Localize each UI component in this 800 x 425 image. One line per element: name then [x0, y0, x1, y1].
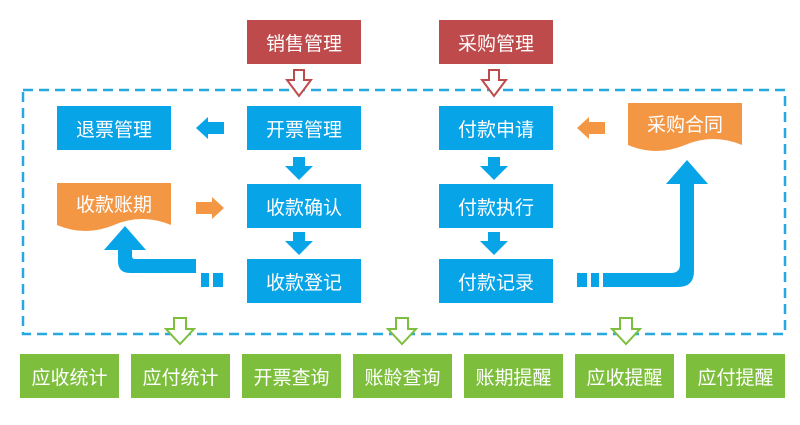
report-box-4: 账龄查询 — [353, 354, 452, 398]
arrow-frame-to-stats-3 — [609, 317, 643, 346]
curve-arrow-record-to-contract — [577, 160, 708, 287]
receipt-confirm-label: 收款确认 — [265, 196, 342, 219]
arrow-purchase-to-request — [480, 69, 508, 98]
report-label-receivable-stats: 应收统计 — [31, 366, 108, 389]
sales-management-label: 销售管理 — [265, 32, 342, 55]
arrow-contract-to-request — [577, 117, 605, 139]
arrow-term-to-confirm — [196, 197, 224, 219]
payment-request-label: 付款申请 — [457, 118, 534, 141]
payment-execute-box: 付款执行 — [439, 184, 553, 228]
arrow-frame-to-stats-2 — [385, 317, 419, 346]
receipt-term-label: 收款账期 — [75, 193, 152, 216]
report-box-7: 应付提醒 — [686, 354, 785, 398]
purchase-management-label: 采购管理 — [457, 32, 534, 55]
report-box-6: 应收提醒 — [575, 354, 674, 398]
payment-record-label: 付款记录 — [457, 271, 534, 294]
report-box-1: 应收统计 — [20, 354, 119, 398]
report-label-receivable-reminder: 应收提醒 — [586, 366, 663, 389]
purchase-management-box: 采购管理 — [439, 20, 553, 64]
report-label-invoice-query: 开票查询 — [253, 366, 330, 389]
arrow-execute-to-record — [480, 232, 508, 255]
purchase-contract-label: 采购合同 — [646, 113, 723, 136]
receipt-term-shape — [57, 183, 171, 231]
module-boundary — [21, 88, 787, 336]
report-label-payable-stats: 应付统计 — [142, 366, 219, 389]
arrow-request-to-execute — [480, 157, 508, 180]
receipt-term-doc: 收款账期 — [57, 183, 171, 233]
payment-execute-label: 付款执行 — [457, 196, 534, 219]
arrow-sales-to-invoice — [285, 69, 313, 98]
report-label-payable-reminder: 应付提醒 — [697, 366, 774, 389]
invoice-management-box: 开票管理 — [247, 106, 361, 150]
report-box-5: 账期提醒 — [464, 354, 563, 398]
sales-management-box: 销售管理 — [247, 20, 361, 64]
report-label-term-reminder: 账期提醒 — [475, 366, 552, 389]
curve-arrow-register-to-term — [104, 226, 223, 287]
purchase-contract-shape — [628, 103, 742, 151]
refund-management-label: 退票管理 — [75, 118, 152, 141]
purchase-contract-doc: 采购合同 — [628, 103, 742, 153]
payment-record-box: 付款记录 — [439, 259, 553, 303]
refund-management-box: 退票管理 — [57, 106, 171, 150]
arrow-frame-to-stats-1 — [163, 317, 197, 346]
receipt-register-box: 收款登记 — [247, 259, 361, 303]
arrow-invoice-to-refund — [196, 117, 224, 139]
receipt-register-label: 收款登记 — [265, 271, 342, 294]
payment-request-box: 付款申请 — [439, 106, 553, 150]
report-box-2: 应付统计 — [131, 354, 230, 398]
arrow-confirm-to-register — [285, 232, 313, 255]
arrow-invoice-to-confirm — [285, 157, 313, 180]
invoice-management-label: 开票管理 — [265, 118, 342, 141]
report-box-3: 开票查询 — [242, 354, 341, 398]
receipt-confirm-box: 收款确认 — [247, 184, 361, 228]
report-label-aging-query: 账龄查询 — [364, 366, 441, 389]
